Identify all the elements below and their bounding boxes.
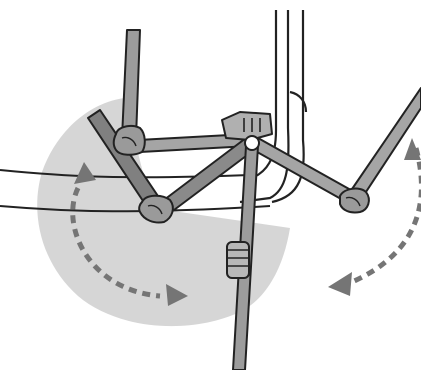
joint-clamp-upper: [112, 125, 146, 156]
rotation-arrow-left: [70, 162, 188, 306]
upper-vertical-leg: [121, 29, 141, 139]
hinge-block: [221, 111, 273, 141]
sleeve-connector: [226, 241, 250, 279]
pivot-joint: [244, 135, 260, 151]
rotation-arrow-right: [328, 138, 421, 296]
joint-clamp-right: [339, 187, 370, 214]
joint-clamp-lower: [138, 194, 174, 224]
